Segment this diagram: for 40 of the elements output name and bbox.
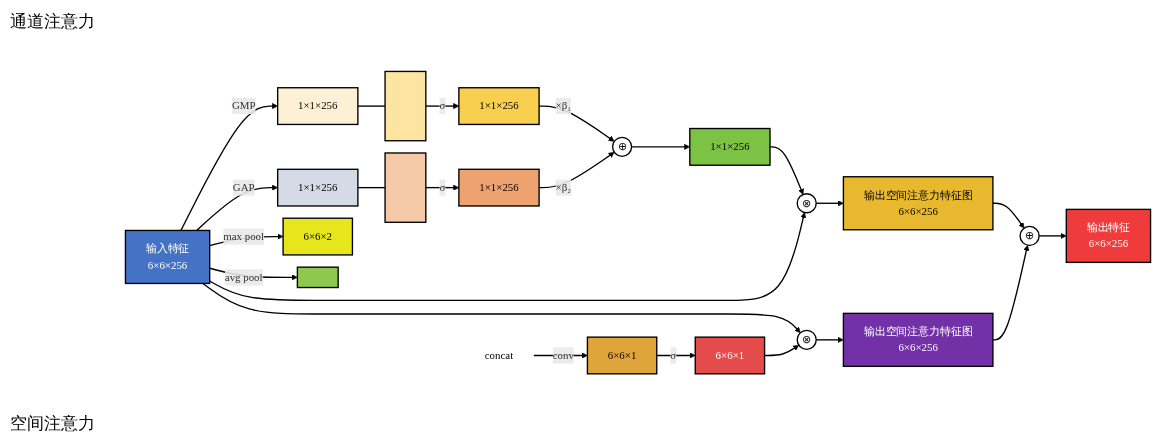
node-box: 1×1×256 bbox=[689, 127, 771, 166]
node-circle: ⊕ bbox=[611, 136, 633, 157]
node-box: 输入特征 6×6×256 bbox=[124, 229, 211, 284]
edge-label: max pool bbox=[223, 230, 265, 242]
arrow bbox=[180, 102, 278, 231]
node-box: 1×1×256 bbox=[277, 168, 359, 207]
edge-label: σ bbox=[670, 349, 677, 361]
edge-label: avg pool bbox=[224, 271, 263, 283]
node-text: concat bbox=[484, 349, 514, 361]
node-box: 1×1×256 bbox=[458, 86, 540, 125]
node-box: 1×1×256 bbox=[277, 86, 359, 125]
edge-label: ×β₂ bbox=[555, 181, 571, 193]
arrow bbox=[202, 282, 801, 333]
node-circle: ⊗ bbox=[796, 329, 817, 350]
edge-label: ×β₁ bbox=[555, 99, 571, 112]
node-box: 6×6×1 bbox=[694, 336, 766, 375]
node-bar bbox=[384, 152, 427, 223]
node-box: 6×6×1 bbox=[586, 336, 658, 375]
arrow bbox=[992, 244, 1030, 341]
node-box: 输出空间注意力特征图 6×6×256 bbox=[842, 175, 994, 231]
node-box: 1×1×256 bbox=[458, 168, 540, 207]
node-box: 输出空间注意力特征图 6×6×256 bbox=[842, 312, 994, 367]
edge-label: σ bbox=[439, 181, 446, 193]
section-heading: 通道注意力 bbox=[10, 11, 96, 33]
connector bbox=[357, 105, 386, 107]
arrow bbox=[196, 184, 278, 231]
connector bbox=[357, 186, 386, 189]
node-box: 输出特征 6×6×256 bbox=[1065, 208, 1152, 263]
node-box bbox=[296, 266, 339, 289]
node-circle: ⊗ bbox=[796, 192, 817, 214]
edge-label: conv bbox=[552, 349, 574, 361]
edge-label: σ bbox=[439, 99, 446, 112]
node-box: 6×6×2 bbox=[282, 217, 354, 256]
edge-label: GMP bbox=[231, 99, 256, 112]
arrow bbox=[656, 352, 696, 359]
node-bar bbox=[384, 70, 427, 142]
edge-label: GAP bbox=[232, 181, 255, 193]
section-heading: 空间注意力 bbox=[10, 413, 96, 435]
arrow bbox=[992, 202, 1025, 229]
node-circle: ⊕ bbox=[1019, 225, 1040, 246]
